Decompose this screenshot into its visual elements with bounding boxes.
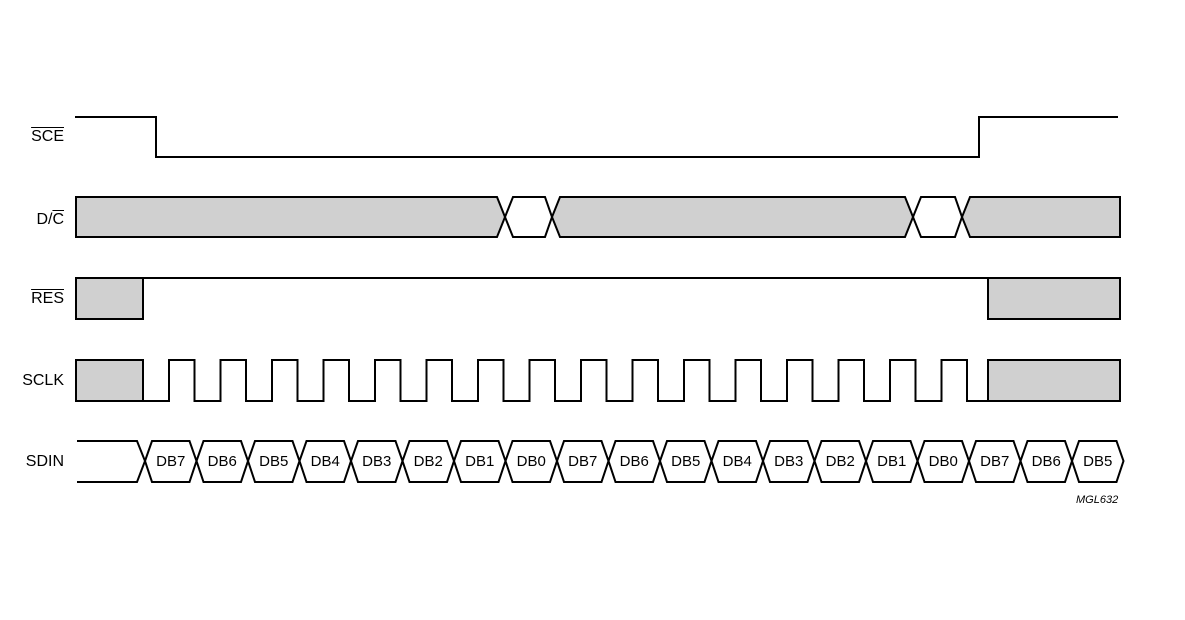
- signal-label-dc: D/C: [2, 211, 64, 229]
- sdin-bit-label: DB6: [208, 453, 237, 470]
- sce-label-text: SCE: [31, 128, 64, 145]
- sdin-bit-label: DB2: [414, 453, 443, 470]
- sdin-bit-label: DB6: [620, 453, 649, 470]
- sce-waveform: [75, 116, 1118, 158]
- sdin-bit-label: DB3: [774, 453, 803, 470]
- res-label-text: RES: [31, 290, 64, 307]
- res-waveform: [75, 277, 1121, 320]
- figure-reference: MGL632: [1076, 494, 1119, 506]
- res-undefined-start: [75, 277, 144, 320]
- sdin-bit-label: DB5: [1083, 453, 1112, 470]
- dc-bus-transition: [503, 196, 554, 238]
- res-high-line: [142, 277, 988, 319]
- sclk-undefined-start: [75, 359, 144, 402]
- signal-label-sclk: SCLK: [2, 372, 64, 390]
- dc-bus-segment: [75, 196, 507, 238]
- sdin-bit-cell: [1070, 440, 1125, 483]
- sdin-bit-label: DB5: [671, 453, 700, 470]
- sdin-bit-label: DB5: [259, 453, 288, 470]
- sdin-waveform: DB7 DB6 DB5 DB4 DB3 DB2 DB1 DB0 DB7 DB6 DB5 DB4 DB3 D…: [77, 440, 1125, 483]
- signal-label-sce: SCE: [2, 128, 64, 146]
- sdin-bit-label: DB7: [980, 453, 1009, 470]
- sdin-bit-label: DB3: [362, 453, 391, 470]
- signal-label-res: RES: [2, 290, 64, 308]
- sclk-waveform: [75, 359, 1121, 402]
- sdin-idle: [77, 440, 147, 483]
- dc-bus-segment: [550, 196, 915, 238]
- sdin-bit-label: DB1: [877, 453, 906, 470]
- sclk-clock-line: [143, 359, 988, 402]
- sdin-bit-label: DB7: [568, 453, 597, 470]
- sdin-label-text: SDIN: [25, 453, 64, 470]
- sdin-bit-label: DB1: [465, 453, 494, 470]
- dc-label-prefix: D/: [36, 211, 53, 228]
- sdin-bit-label: DB0: [517, 453, 546, 470]
- sdin-bit-label: DB7: [156, 453, 185, 470]
- sdin-bit-label: DB2: [826, 453, 855, 470]
- dc-label-bar: C: [52, 211, 64, 228]
- dc-bus-segment: [960, 196, 1121, 238]
- dc-bus-transition: [911, 196, 964, 238]
- signal-label-sdin: SDIN: [2, 453, 64, 471]
- sclk-label-text: SCLK: [22, 372, 64, 389]
- sclk-undefined-end: [987, 359, 1121, 402]
- sdin-bit-label: DB0: [929, 453, 958, 470]
- res-undefined-end: [987, 277, 1121, 320]
- sdin-bit-label: DB4: [311, 453, 340, 470]
- dc-waveform: [75, 196, 1121, 238]
- sdin-bit-label: DB4: [723, 453, 752, 470]
- sdin-bit-label: DB6: [1032, 453, 1061, 470]
